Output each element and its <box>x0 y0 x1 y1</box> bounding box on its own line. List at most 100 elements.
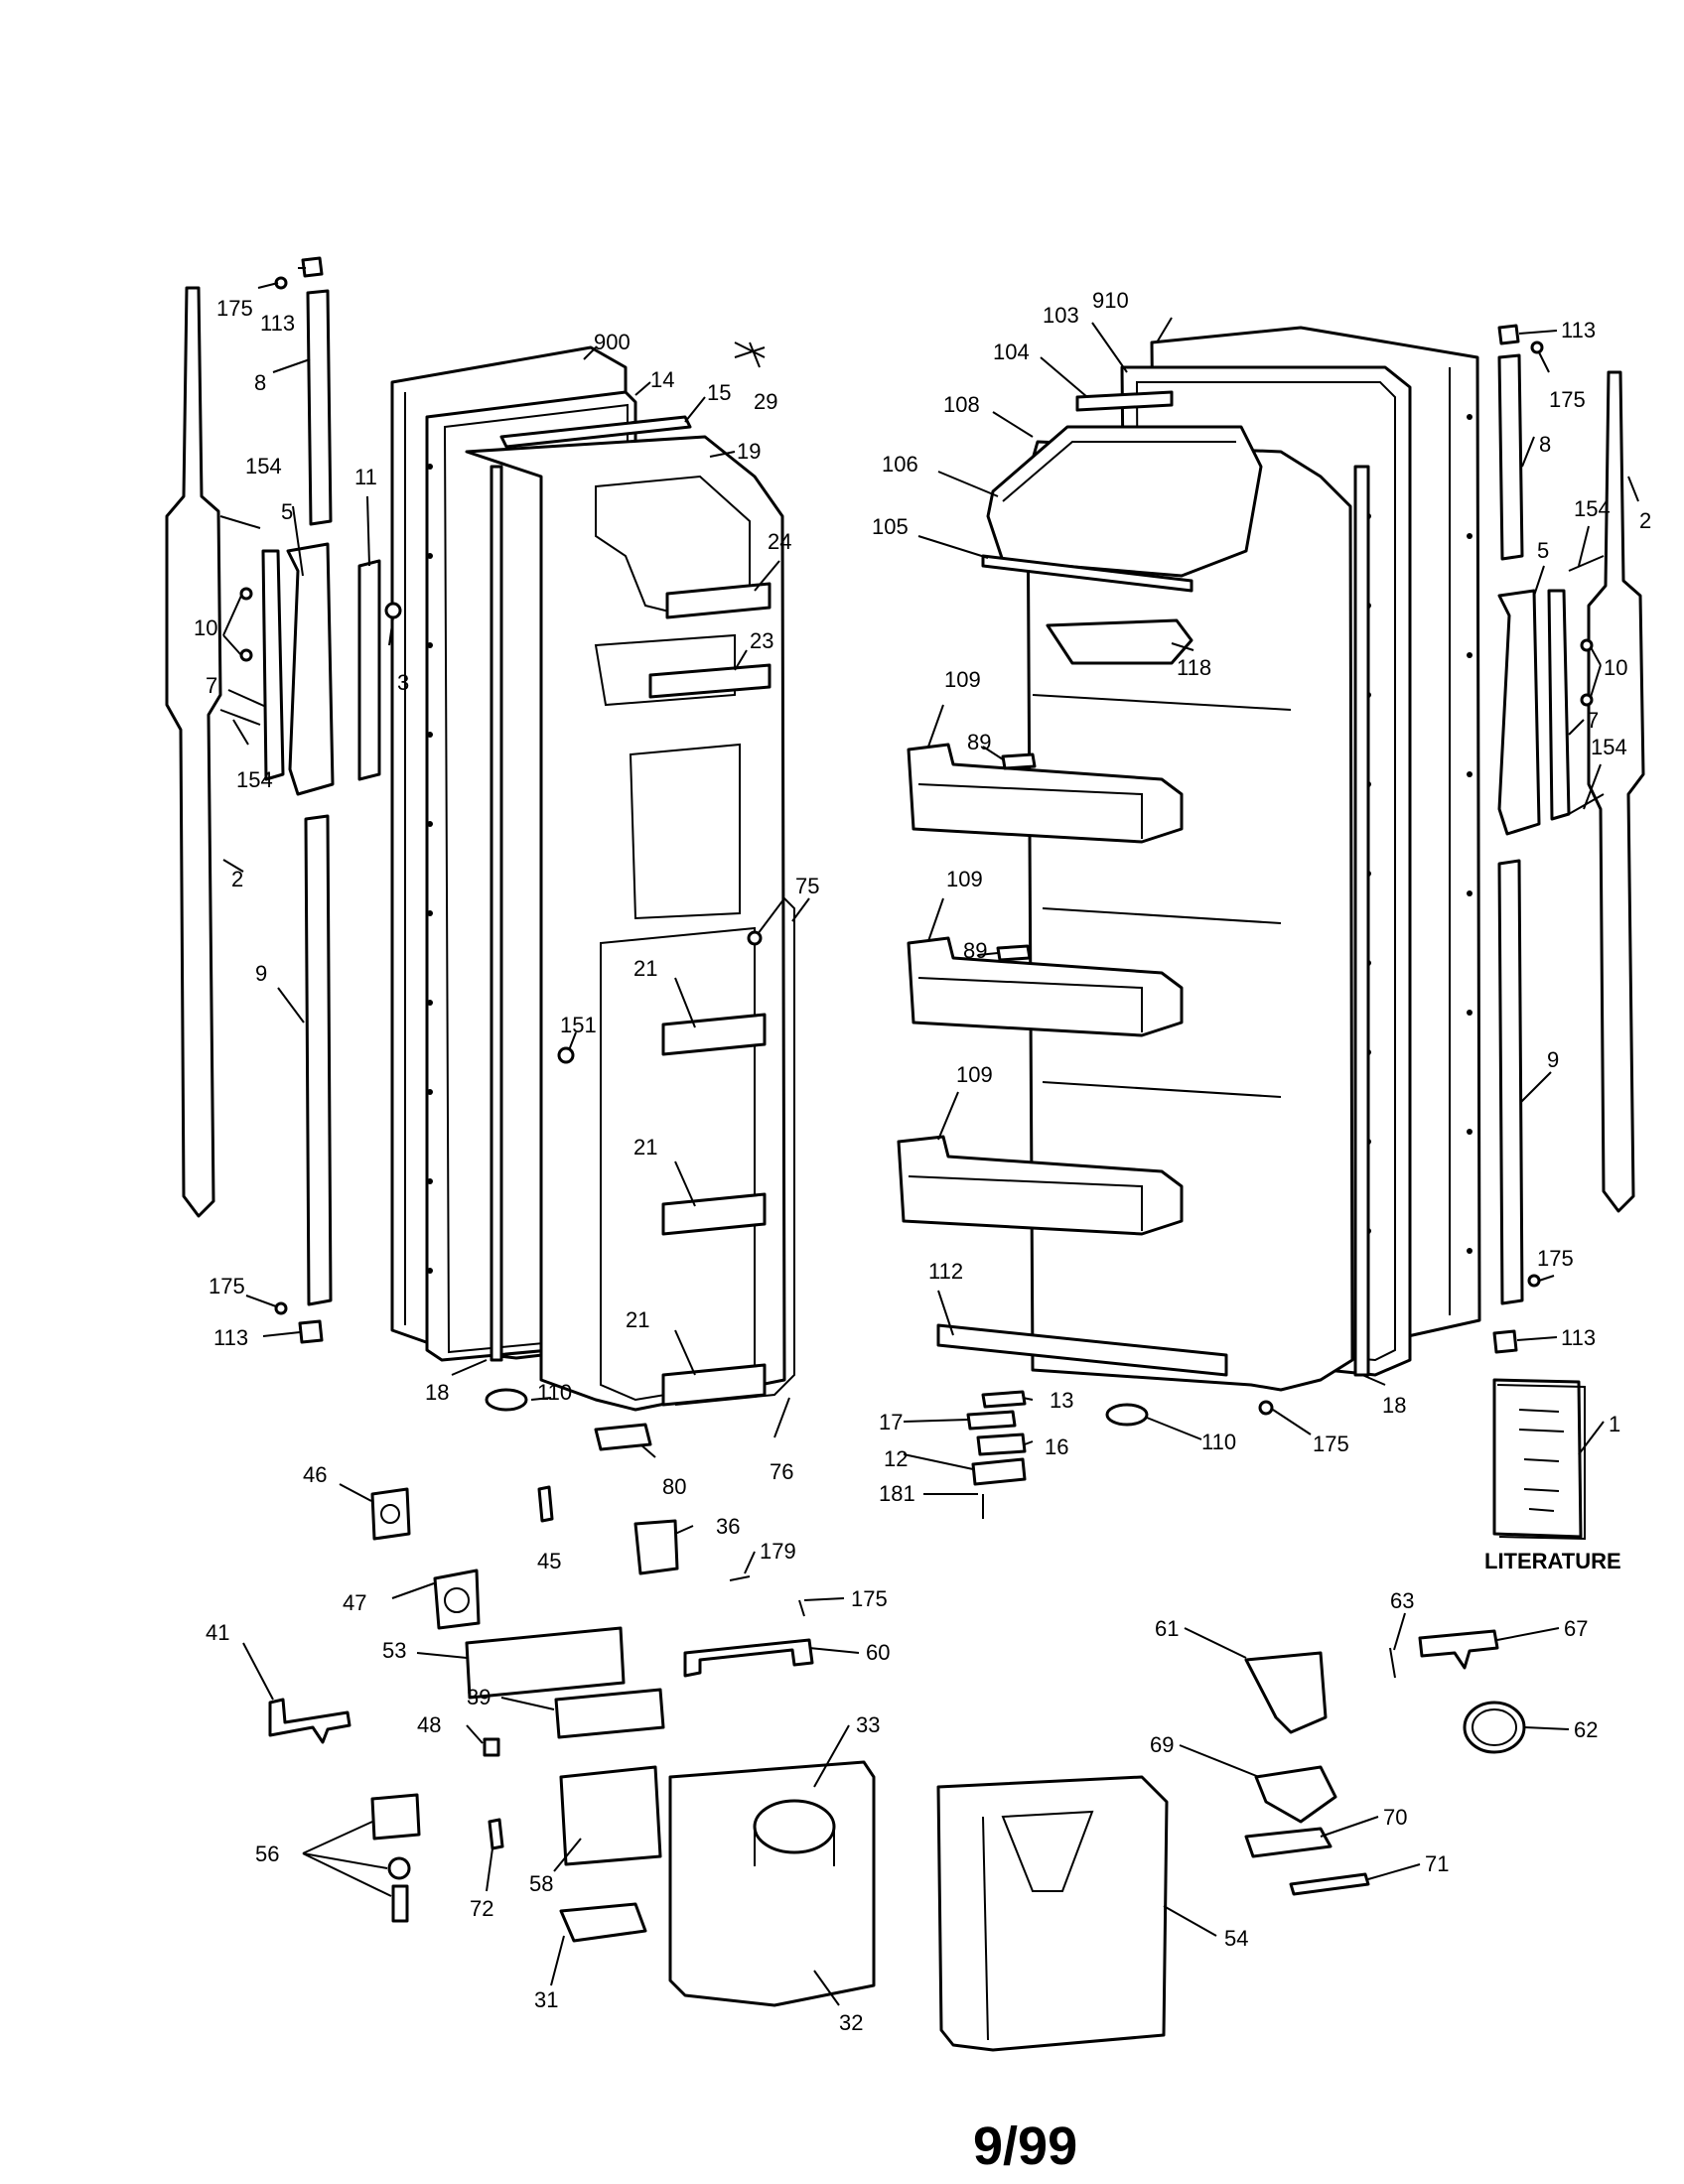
callout-39: 39 <box>467 1685 491 1709</box>
callout-2-right: 2 <box>1639 508 1651 533</box>
callout-13: 13 <box>1050 1388 1073 1413</box>
callout-53: 53 <box>382 1638 406 1663</box>
callout-69: 69 <box>1150 1732 1174 1757</box>
callout-8-right: 8 <box>1539 432 1551 457</box>
callout-18-right: 18 <box>1382 1393 1406 1418</box>
callout-76: 76 <box>770 1459 793 1484</box>
callout-58: 58 <box>529 1871 553 1896</box>
callout-48: 48 <box>417 1712 441 1737</box>
callout-56: 56 <box>255 1842 279 1866</box>
callout-21-c: 21 <box>626 1307 649 1332</box>
leader-lines <box>222 267 1639 2006</box>
callout-16: 16 <box>1045 1434 1068 1459</box>
callout-46: 46 <box>303 1462 327 1487</box>
callout-24: 24 <box>768 529 791 554</box>
callout-29: 29 <box>754 389 777 414</box>
literature-label: LITERATURE <box>1484 1549 1621 1573</box>
callout-175-mid-right: 175 <box>1313 1432 1349 1456</box>
callout-151: 151 <box>560 1013 597 1037</box>
callout-154-right-bottom: 154 <box>1591 735 1627 759</box>
callout-75: 75 <box>795 874 819 898</box>
callout-181: 181 <box>879 1481 915 1506</box>
callout-1: 1 <box>1609 1412 1620 1436</box>
callout-5-right: 5 <box>1537 538 1549 563</box>
callout-47: 47 <box>343 1590 366 1615</box>
callout-23: 23 <box>750 628 773 653</box>
callout-45: 45 <box>537 1549 561 1573</box>
callout-8-left: 8 <box>254 370 266 395</box>
callout-175-bottom-right: 175 <box>1537 1246 1574 1271</box>
callout-67: 67 <box>1564 1616 1588 1641</box>
callout-11: 11 <box>354 465 377 489</box>
callout-63: 63 <box>1390 1588 1414 1613</box>
callout-900: 900 <box>594 330 631 354</box>
callout-19: 19 <box>737 439 761 464</box>
callout-108: 108 <box>943 392 980 417</box>
fresh-food-door-assembly <box>897 326 1481 1392</box>
callout-113-top-left: 113 <box>260 311 295 336</box>
callout-61: 61 <box>1155 1616 1179 1641</box>
callout-labels: 175 113 8 154 5 11 10 3 7 154 2 9 175 11… <box>194 288 1651 2035</box>
callout-105: 105 <box>872 514 909 539</box>
freezer-door-assembly <box>390 345 795 1412</box>
page-code: 9/99 <box>973 2116 1077 2176</box>
callout-7-right: 7 <box>1587 708 1599 733</box>
callout-109-a: 109 <box>944 667 981 692</box>
callout-175-middle: 175 <box>851 1586 888 1611</box>
callout-21-a: 21 <box>633 956 657 981</box>
fresh-food-door-hardware <box>966 324 1645 1519</box>
callout-21-b: 21 <box>633 1135 657 1160</box>
callout-113-bottom-right: 113 <box>1561 1325 1596 1350</box>
callout-80: 80 <box>662 1474 686 1499</box>
callout-9-left: 9 <box>255 961 267 986</box>
callout-103: 103 <box>1043 303 1079 328</box>
callout-89-a: 89 <box>967 730 991 754</box>
callout-175-top-right: 175 <box>1549 387 1586 412</box>
callout-175-bottom-left: 175 <box>209 1274 245 1298</box>
callout-110-left: 110 <box>537 1380 572 1405</box>
callout-18-left: 18 <box>425 1380 449 1405</box>
callout-118: 118 <box>1177 655 1211 680</box>
callout-154-left-top: 154 <box>245 454 282 478</box>
callout-33: 33 <box>856 1712 880 1737</box>
callout-17: 17 <box>879 1410 903 1434</box>
callout-41: 41 <box>206 1620 229 1645</box>
callout-32: 32 <box>839 2010 863 2035</box>
callout-14: 14 <box>650 367 674 392</box>
callout-7-left: 7 <box>206 673 217 698</box>
callout-113-bottom-left: 113 <box>213 1325 248 1350</box>
callout-179: 179 <box>760 1539 796 1564</box>
callout-71: 71 <box>1425 1851 1449 1876</box>
callout-110-right: 110 <box>1201 1430 1236 1454</box>
callout-154-left-bottom: 154 <box>236 767 273 792</box>
callout-3: 3 <box>397 670 409 695</box>
callout-154-right-top: 154 <box>1574 496 1611 521</box>
callout-10-left: 10 <box>194 615 217 640</box>
callout-72: 72 <box>470 1896 493 1921</box>
callout-106: 106 <box>882 452 918 477</box>
literature-booklet <box>1492 1378 1586 1541</box>
callout-10-right: 10 <box>1604 655 1627 680</box>
callout-5-left: 5 <box>281 499 293 524</box>
callout-60: 60 <box>866 1640 890 1665</box>
callout-2-left: 2 <box>231 867 243 891</box>
callout-112: 112 <box>928 1259 963 1284</box>
callout-113-top-right: 113 <box>1561 318 1596 342</box>
callout-109-b: 109 <box>946 867 983 891</box>
callout-31: 31 <box>534 1987 558 2012</box>
callout-15: 15 <box>707 380 731 405</box>
callout-910: 910 <box>1092 288 1129 313</box>
callout-89-b: 89 <box>963 938 987 963</box>
dispenser-parts <box>268 1485 1526 2052</box>
callout-36: 36 <box>716 1514 740 1539</box>
freezer-door-hardware <box>165 256 766 1451</box>
callout-109-c: 109 <box>956 1062 993 1087</box>
callout-54: 54 <box>1224 1926 1248 1951</box>
callout-62: 62 <box>1574 1717 1598 1742</box>
callout-175-top-left: 175 <box>216 296 253 321</box>
callout-104: 104 <box>993 340 1030 364</box>
callout-9-right: 9 <box>1547 1047 1559 1072</box>
callout-12: 12 <box>884 1446 908 1471</box>
callout-70: 70 <box>1383 1805 1407 1830</box>
